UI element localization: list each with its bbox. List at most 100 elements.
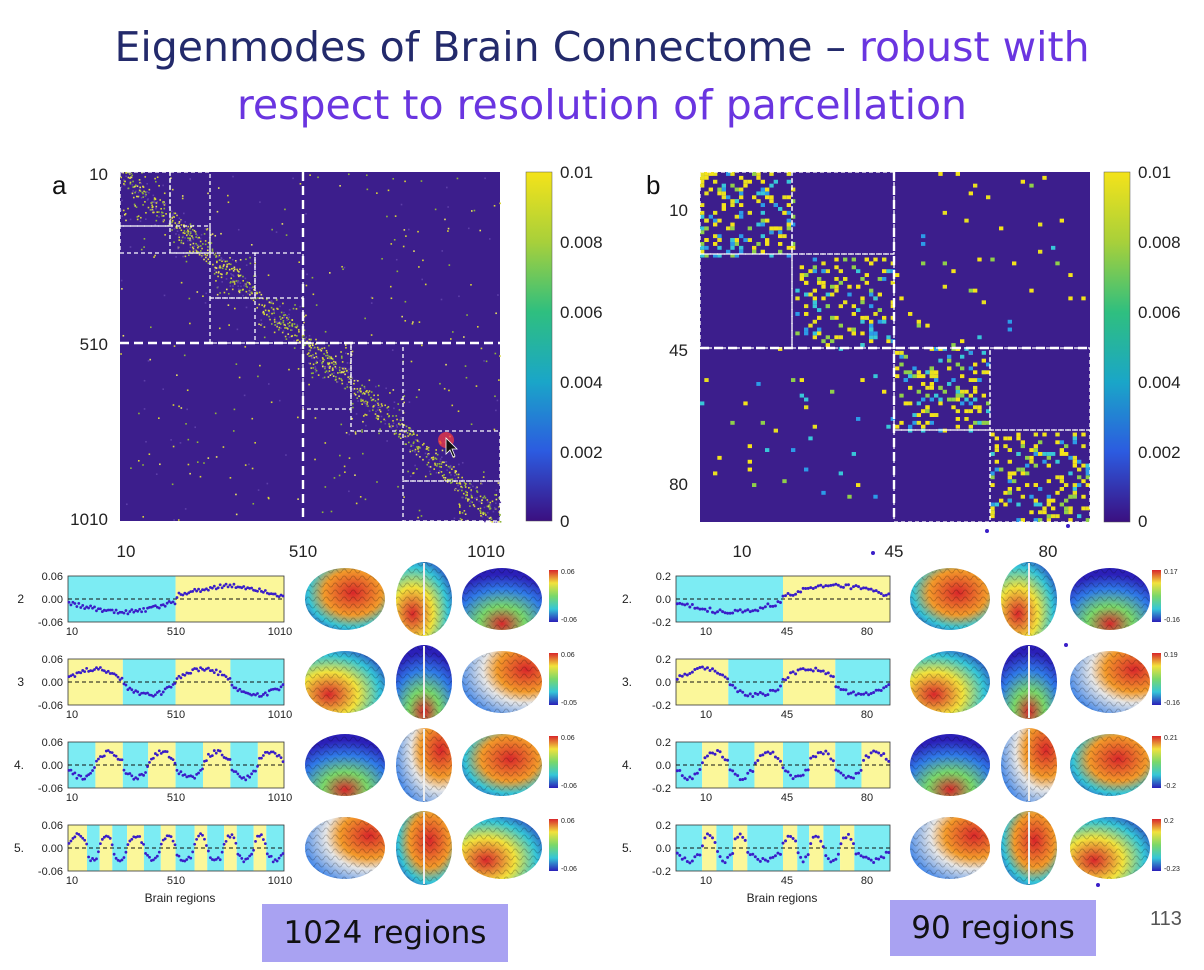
matrix-entry	[191, 228, 194, 231]
eigenmode-point	[110, 843, 114, 847]
matrix-entry	[1042, 432, 1047, 437]
matrix-entry	[295, 308, 298, 310]
matrix-entry	[934, 370, 939, 375]
matrix-entry	[336, 380, 339, 383]
eigenmode-point	[99, 842, 102, 846]
eigenmode-point	[718, 855, 722, 859]
matrix-entry	[281, 331, 284, 334]
eigenmode-point	[778, 759, 782, 763]
matrix-entry	[359, 496, 362, 498]
matrix-entry	[925, 409, 930, 414]
matrix-entry	[1081, 463, 1086, 468]
matrix-entry	[838, 323, 843, 328]
matrix-entry	[903, 354, 908, 359]
matrix-entry	[121, 199, 123, 202]
brain-colorbar-max: 0.17	[1164, 569, 1178, 576]
matrix-entry	[203, 233, 206, 235]
matrix-entry	[130, 467, 132, 469]
matrix-entry	[968, 350, 973, 355]
matrix-entry	[169, 215, 172, 218]
matrix-entry	[700, 230, 705, 235]
eigenmode-point	[161, 690, 165, 694]
eigenmode-point	[195, 772, 199, 776]
matrix-entry	[448, 478, 451, 481]
matrix-entry	[455, 470, 458, 473]
matrix-entry	[178, 239, 181, 241]
matrix-entry	[196, 237, 199, 240]
matrix-entry	[476, 496, 478, 499]
matrix-entry	[252, 286, 254, 289]
matrix-entry	[406, 436, 408, 438]
matrix-entry	[192, 247, 195, 250]
matrix-entry	[266, 482, 269, 485]
matrix-entry	[786, 172, 791, 176]
matrix-entry	[316, 357, 319, 359]
eigenmode-point	[683, 672, 687, 676]
panel-b-matrix	[699, 171, 1091, 523]
matrix-entry	[363, 393, 366, 395]
matrix-entry	[271, 228, 273, 231]
matrix-entry	[498, 506, 500, 508]
matrix-entry	[1064, 444, 1069, 449]
matrix-entry	[441, 449, 444, 452]
matrix-entry	[1051, 245, 1056, 250]
eigenmode-point	[232, 770, 236, 773]
matrix-entry	[704, 226, 709, 231]
matrix-entry	[1051, 506, 1056, 511]
eigenmode-point	[700, 761, 704, 765]
matrix-entry	[245, 285, 247, 287]
matrix-entry	[190, 231, 193, 233]
matrix-entry	[338, 366, 341, 369]
eigenmode-point	[854, 771, 858, 775]
eigenmode-point	[93, 858, 96, 862]
mode-y-tick: 0.0	[656, 677, 671, 689]
matrix-entry	[423, 442, 425, 445]
matrix-entry	[964, 389, 969, 394]
eigenmode-point	[748, 610, 752, 614]
matrix-entry	[158, 216, 160, 218]
brain-colorbar	[549, 736, 558, 788]
matrix-entry	[242, 279, 244, 282]
matrix-entry	[380, 415, 383, 418]
eigenmode-point	[685, 778, 689, 782]
matrix-entry	[453, 466, 455, 468]
matrix-entry	[186, 231, 189, 233]
eigenmode-point	[199, 769, 202, 772]
matrix-entry	[144, 195, 147, 197]
matrix-entry	[765, 195, 770, 200]
matrix-entry	[408, 427, 410, 429]
matrix-entry	[973, 378, 978, 382]
eigenmode-point	[748, 853, 752, 857]
eigenmode-point	[169, 685, 173, 689]
matrix-entry	[1012, 479, 1017, 484]
matrix-entry	[142, 186, 145, 188]
matrix-entry	[397, 423, 400, 425]
mode-index: 4.	[14, 758, 24, 772]
matrix-entry	[493, 204, 496, 207]
matrix-entry	[1029, 459, 1034, 464]
matrix-entry	[414, 448, 417, 451]
matrix-entry	[486, 516, 489, 518]
matrix-entry	[1081, 444, 1086, 449]
matrix-entry	[429, 473, 432, 475]
eigenmode-point	[226, 834, 230, 838]
matrix-entry	[1059, 452, 1064, 456]
eigenmode-point	[766, 602, 770, 606]
matrix-entry	[199, 240, 202, 243]
matrix-entry	[404, 180, 406, 183]
eigenmode-point	[721, 755, 725, 759]
matrix-entry	[249, 283, 251, 285]
eigenmode-point	[100, 837, 104, 841]
mode-y-tick: -0.2	[652, 866, 671, 878]
matrix-entry	[480, 501, 482, 503]
matrix-entry	[409, 450, 412, 453]
matrix-entry	[1016, 436, 1021, 441]
matrix-entry	[283, 323, 286, 326]
matrix-entry	[1068, 471, 1073, 476]
matrix-entry	[1055, 490, 1060, 495]
eigenmode-point	[708, 751, 712, 755]
matrix-entry	[411, 322, 414, 325]
matrix-entry	[377, 402, 379, 405]
matrix-entry	[743, 183, 748, 188]
